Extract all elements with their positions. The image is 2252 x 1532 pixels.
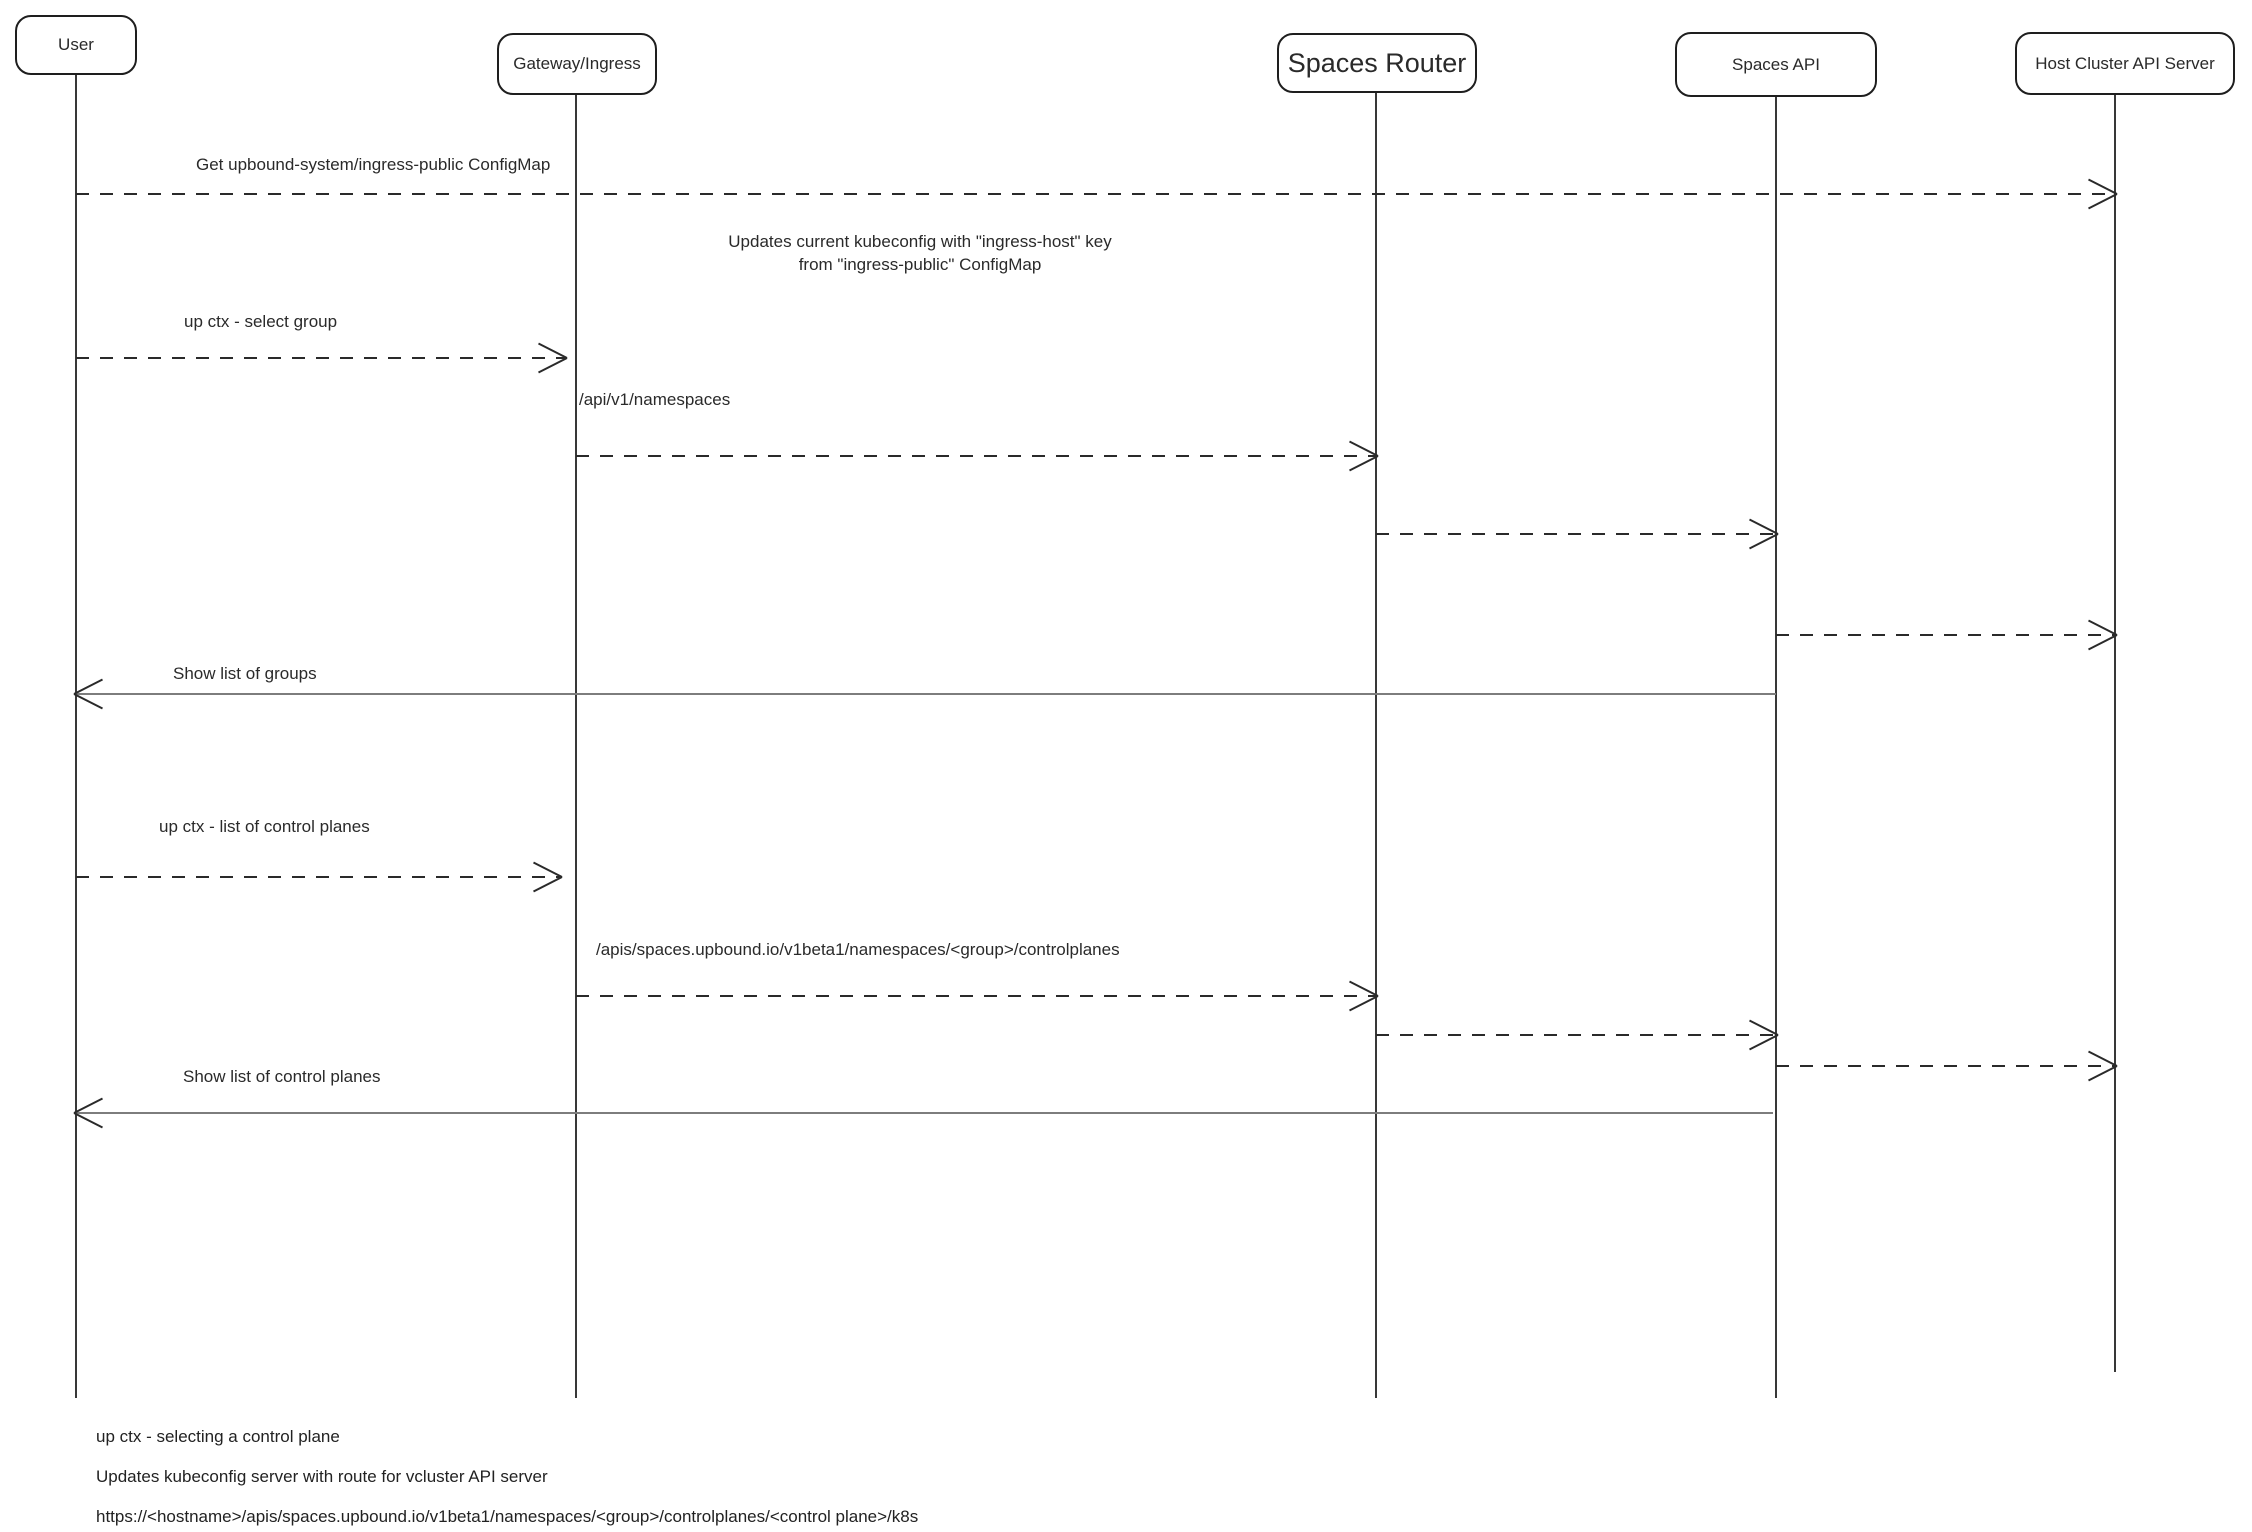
actor-box-spaces-api: Spaces API	[1675, 32, 1877, 97]
note-update-kubeconfig: Updates current kubeconfig with "ingress…	[700, 230, 1140, 276]
arrowhead-right-icon	[1346, 979, 1378, 1013]
arrowhead-right-icon	[2085, 1049, 2117, 1083]
arrowhead-right-icon	[535, 341, 567, 375]
note-line-1: Updates current kubeconfig with "ingress…	[728, 232, 1112, 251]
message-label-namespaces-api: /api/v1/namespaces	[579, 390, 731, 409]
actor-label-gateway-ingress: Gateway/Ingress	[513, 54, 641, 73]
actor-label-host-cluster-api-server: Host Cluster API Server	[2035, 53, 2215, 73]
actor-box-gateway-ingress: Gateway/Ingress	[497, 33, 657, 95]
arrowhead-right-icon	[2085, 618, 2117, 652]
arrowhead-right-icon	[530, 860, 562, 894]
note-line-2: from "ingress-public" ConfigMap	[798, 255, 1042, 274]
message-arrow-router-to-api-2	[1376, 1034, 1776, 1036]
message-arrow-router-to-api	[1376, 533, 1776, 535]
message-arrow-select-group	[76, 357, 565, 359]
message-label-show-control-planes: Show list of control planes	[183, 1067, 381, 1086]
actor-box-host-cluster-api-server: Host Cluster API Server	[2015, 32, 2235, 95]
arrowhead-right-icon	[1346, 439, 1378, 473]
actor-box-spaces-router: Spaces Router	[1277, 33, 1477, 93]
message-arrow-list-control-planes	[76, 876, 560, 878]
lifeline-gateway-ingress	[575, 94, 577, 1398]
actor-label-spaces-api: Spaces API	[1732, 54, 1820, 74]
message-arrow-show-control-planes	[76, 1112, 1773, 1114]
footer-note-updates-kubeconfig: Updates kubeconfig server with route for…	[96, 1467, 548, 1486]
actor-label-spaces-router: Spaces Router	[1287, 47, 1467, 78]
arrowhead-right-icon	[2085, 177, 2117, 211]
message-arrow-controlplanes-api	[576, 995, 1376, 997]
actor-label-user: User	[58, 35, 94, 54]
message-label-get-configmap: Get upbound-system/ingress-public Config…	[196, 155, 551, 174]
message-label-show-groups: Show list of groups	[173, 664, 317, 683]
message-arrow-api-to-host-2	[1776, 1065, 2115, 1067]
arrowhead-right-icon	[1746, 517, 1778, 551]
message-label-controlplanes-api: /apis/spaces.upbound.io/v1beta1/namespac…	[596, 940, 1120, 959]
lifeline-spaces-api	[1775, 96, 1777, 1398]
message-label-list-control-planes: up ctx - list of control planes	[159, 817, 370, 836]
lifeline-user	[75, 74, 77, 1398]
lifeline-host-cluster-api-server	[2114, 94, 2116, 1372]
message-arrow-api-to-host	[1776, 634, 2115, 636]
footer-note-vcluster-url: https://<hostname>/apis/spaces.upbound.i…	[96, 1507, 919, 1526]
actor-box-user: User	[15, 15, 137, 75]
lifeline-spaces-router	[1375, 92, 1377, 1398]
footer-note-selecting-control-plane: up ctx - selecting a control plane	[96, 1427, 340, 1446]
message-arrow-namespaces-api	[576, 455, 1376, 457]
message-label-select-group: up ctx - select group	[184, 312, 338, 331]
message-arrow-get-configmap	[76, 193, 2115, 195]
message-arrow-show-groups	[76, 693, 1776, 695]
arrowhead-right-icon	[1746, 1018, 1778, 1052]
arrowhead-left-icon	[74, 677, 106, 711]
arrowhead-left-icon	[74, 1096, 106, 1130]
